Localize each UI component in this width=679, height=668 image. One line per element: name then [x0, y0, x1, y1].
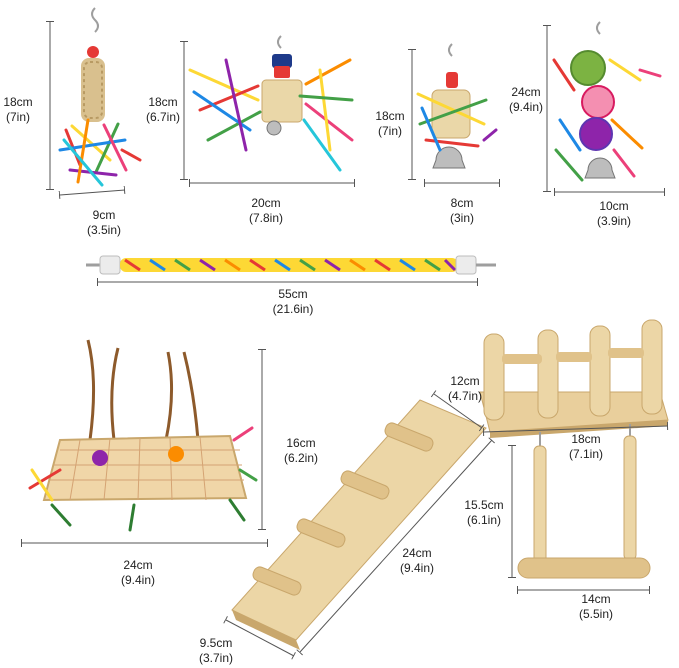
toy-1-height-label: 18cm(7in) — [3, 95, 33, 124]
dimension-lines — [21, 21, 669, 660]
toy-2-width-label: 20cm(7.8in) — [248, 196, 283, 225]
toy-4-height-label: 24cm(9.4in) — [508, 85, 543, 114]
rope-perch-length-label: 55cm(21.6in) — [272, 287, 314, 316]
toy-3-width-label: 8cm(3in) — [449, 196, 474, 225]
rope-perch-icon — [86, 255, 496, 275]
basket-width-label: 24cm(9.4in) — [120, 558, 155, 587]
ladder-width-label: 9.5cm(3.7in) — [198, 636, 233, 665]
toy-4-width-label: 10cm(3.9in) — [596, 199, 631, 228]
basket-height-label: 16cm(6.2in) — [283, 436, 318, 465]
paper-strip-bell-toy-icon — [188, 35, 354, 172]
loofah-shredder-toy-icon — [58, 7, 142, 187]
ladder-length-label: 24cm(9.4in) — [399, 546, 434, 575]
toy-3-height-label: 18cm(7in) — [375, 109, 405, 138]
swing-height-label: 15.5cm(6.1in) — [464, 498, 504, 527]
platform-depth-label: 12cm(4.7in) — [447, 374, 482, 403]
bamboo-foraging-basket-icon — [28, 339, 258, 532]
toy-1-width-label: 9cm(3.5in) — [86, 208, 121, 237]
platform-width-label: 18cm(7.1in) — [568, 432, 603, 461]
rattan-ball-toy-icon — [552, 21, 662, 182]
loofah-bell-toy-icon — [416, 43, 498, 169]
swing-width-label: 14cm(5.5in) — [578, 592, 613, 621]
toy-2-height-label: 18cm(6.7in) — [145, 95, 180, 124]
